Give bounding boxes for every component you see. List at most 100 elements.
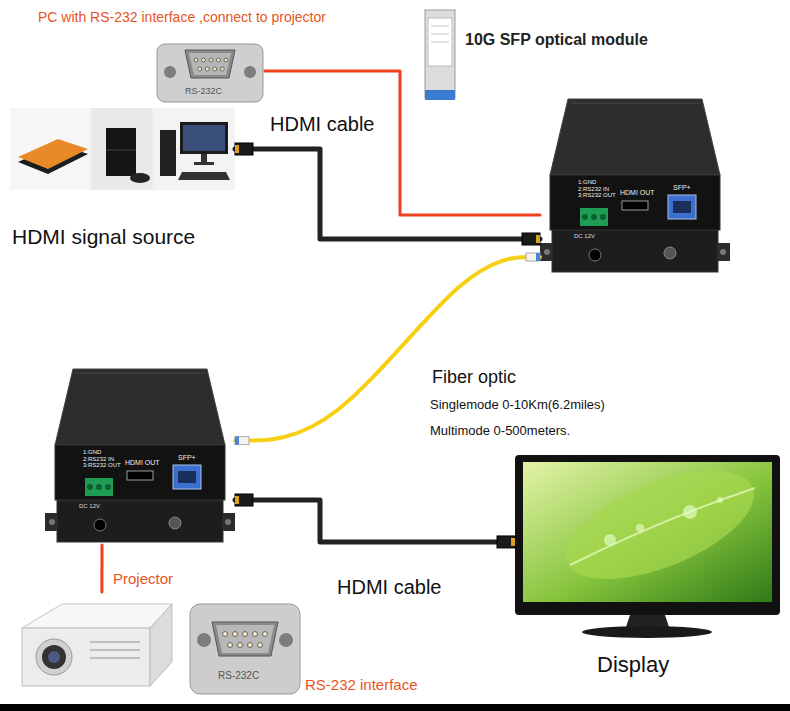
pc-stand [201,154,207,162]
cable-label: HDMI cable [268,113,376,136]
db9-plate [157,44,263,102]
source-panel [10,108,235,190]
plug-tip [536,235,540,243]
sfp-sticker [428,18,452,66]
db9-pin [238,643,243,648]
db9-face [216,625,274,653]
cable-label: HDMI cable [335,576,443,599]
display-monitor: Display [515,455,780,640]
db9-pin [248,643,253,648]
pin-label: 1:GND 2:RS232 IN 3:RS232 OUT [83,449,123,469]
db9-pin [228,643,233,648]
db9-pin [213,67,217,71]
vent [90,641,140,643]
fiber-receiver: 1:GND 2:RS232 IN 3:RS232 OUTHDMI OUT SFP+… [45,365,235,545]
projector-top [22,604,172,628]
db9-screw [279,633,293,647]
db9-pin [233,632,238,637]
leaf-vein [570,488,755,565]
sfp-latch [425,90,455,100]
projector-side [150,604,172,686]
db9-pin [220,67,224,71]
port-label: HDMI OUT [620,189,655,197]
spec-note: Singlemode 0-10Km(6.2miles) [430,398,605,413]
db9-pin [223,632,228,637]
fiber-transmitter: 1:GND 2:RS232 IN 3:RS232 OUTHDMI OUT SFP+… [540,95,730,275]
power-label: DC 12V [574,233,595,240]
keyboard [178,172,230,180]
port-caption: PC with RS-232 interface ,connect to pro… [38,9,326,25]
plug-tip [235,145,239,153]
vent [90,657,140,659]
pc-tower [160,130,176,176]
hdmi-plug [235,494,253,506]
leaf [552,449,769,602]
signal-source: HDMI signal source [10,108,235,190]
db9-pin [258,643,263,648]
game-console [106,128,136,176]
plug-body [235,143,253,155]
db9-screw [197,633,211,647]
db9-face [189,53,231,75]
source-tile [154,108,235,190]
plug-body [526,253,540,261]
projector: Projector [10,592,175,692]
hdmi-plug [235,143,253,155]
plug-tip [536,253,540,261]
fiber-receiver-art [45,369,235,542]
water-drop [683,505,697,519]
rs232-cable [100,545,103,592]
db9-shell [212,622,278,656]
db9-pin [209,58,213,62]
plug-tip [511,538,515,546]
lens-glass [48,651,60,663]
pc-stand-base [194,162,214,165]
rs232-port: PC with RS-232 interface ,connect to pro… [155,40,265,102]
port-label: SFP+ [178,454,196,462]
controller [130,173,150,183]
pin-label: 1:GND 2:RS232 IN 3:RS232 OUT [578,179,618,199]
source-tile [10,108,90,190]
projector-front [22,628,150,686]
connector-label: RS-232C [185,86,222,96]
power-label: DC 12V [79,503,100,510]
fiber-plug [526,253,540,261]
hdmi-plug [522,233,540,245]
vent [90,649,140,651]
db9-pin [205,67,209,71]
db9-screw [164,66,176,78]
source-tile [92,108,152,190]
plug-body [235,494,253,506]
db9-screw [244,66,256,78]
plug-tip [235,496,239,504]
sticker-line [431,42,449,43]
port-label: SFP+ [673,184,691,192]
fiber-cable [235,257,540,441]
water-drop [604,534,616,546]
db9-shell [185,50,235,78]
db9-pin [194,58,198,62]
port-caption: RS-232 interface [305,676,418,693]
connector-label: RS-232C [218,670,259,682]
db9-pin [263,632,268,637]
pc-monitor [180,122,228,154]
module-label: 10G SFP optical module [465,31,648,49]
db9-plate [190,604,300,694]
db9-pin [202,58,206,62]
rs232-cable [265,71,540,215]
hdmi-cable [235,149,540,239]
sfp-module [425,10,455,98]
display-caption: Display [597,652,669,677]
lens-ring [36,639,72,675]
db9-pin [253,632,258,637]
hdmi-cable [235,500,515,542]
fiber-plug [235,437,249,445]
db9-pin [198,67,202,71]
monitor-base [582,626,712,638]
db9-pin [217,58,221,62]
port-label: HDMI OUT [125,459,160,467]
plug-body [522,233,540,245]
hdmi-plug [497,536,515,548]
